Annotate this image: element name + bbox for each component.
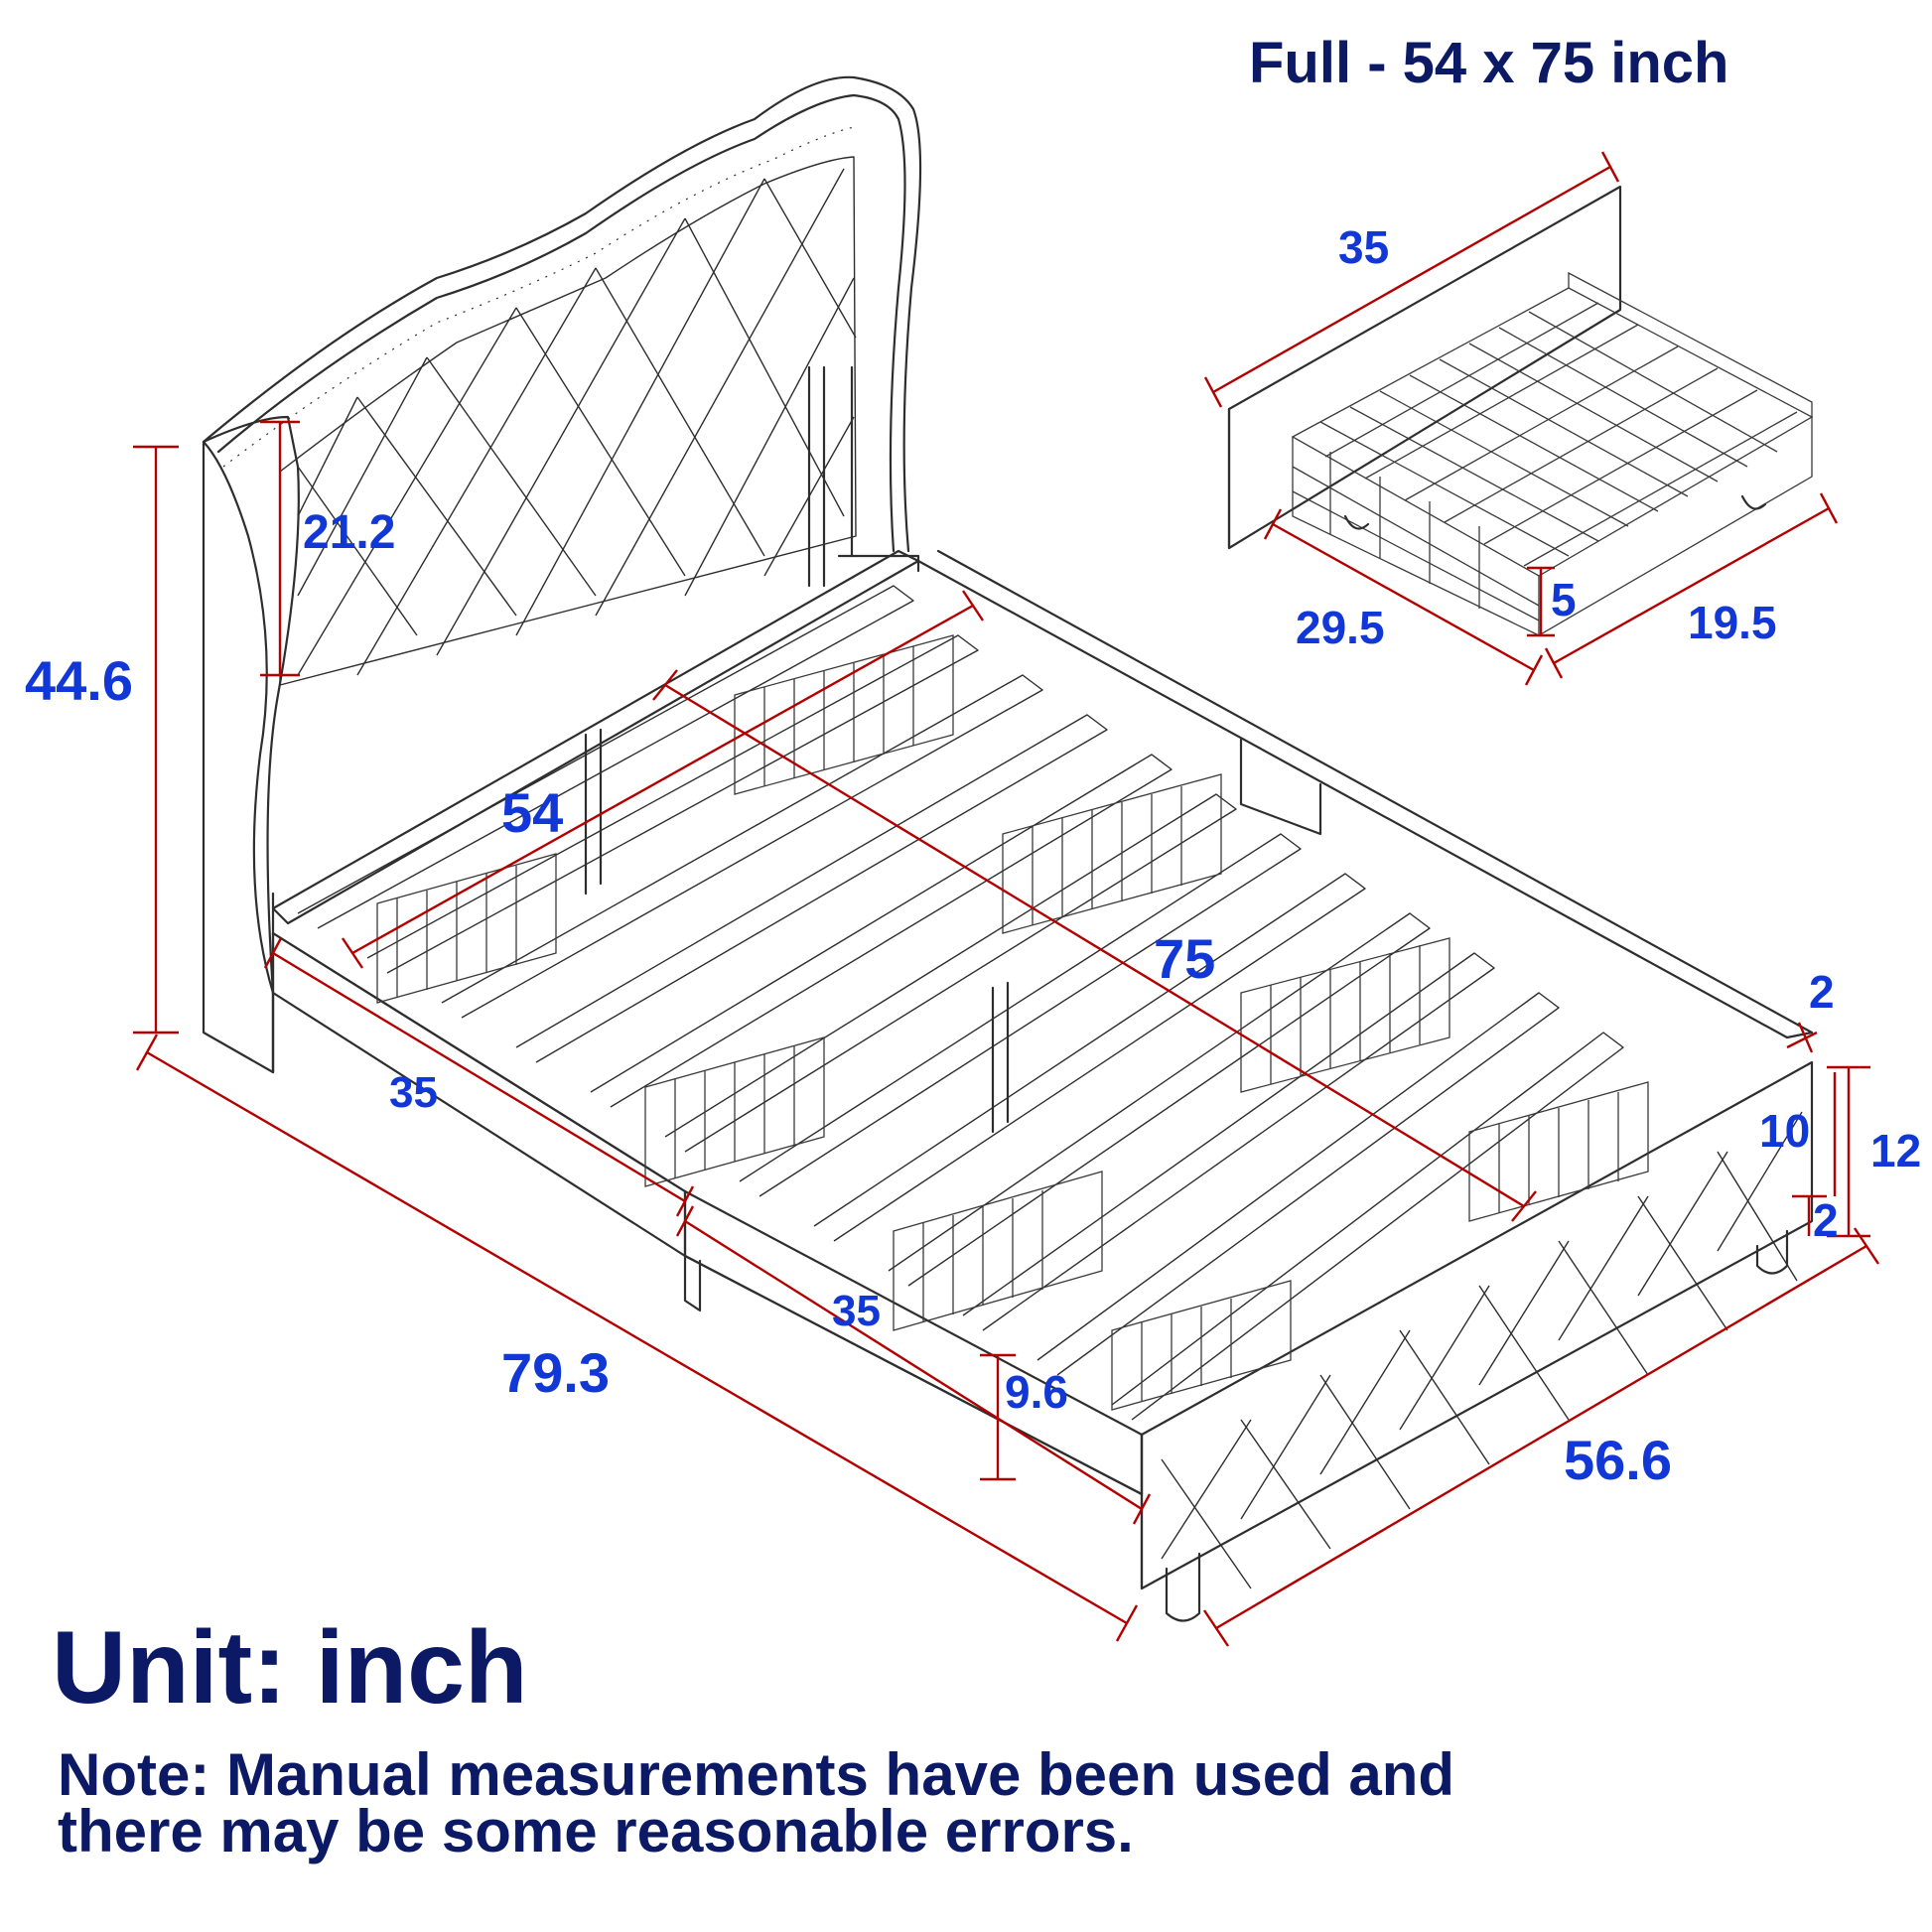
label-footboard-panel: 10 bbox=[1759, 1105, 1810, 1157]
bed-illustration bbox=[202, 75, 1814, 1622]
dimension-labels: 44.6 21.2 54 75 35 35 79.3 9.6 56.6 2 10… bbox=[25, 221, 1921, 1491]
label-drawer-front-width: 35 bbox=[1338, 221, 1389, 273]
label-side-rail-front: 35 bbox=[389, 1068, 438, 1117]
label-overall-height: 44.6 bbox=[25, 649, 133, 712]
dimension-lines bbox=[133, 151, 1879, 1647]
drawer-illustration bbox=[1227, 185, 1814, 637]
note-line-1: Note: Manual measurements have been used… bbox=[58, 1741, 1455, 1808]
note-line-2: there may be some reasonable errors. bbox=[58, 1798, 1134, 1864]
label-drawer-height: 5 bbox=[1551, 574, 1577, 625]
label-drawer-depth: 29.5 bbox=[1296, 602, 1385, 653]
label-headboard-panel: 21.2 bbox=[303, 506, 395, 559]
label-overall-length: 79.3 bbox=[501, 1341, 610, 1404]
label-rail-thickness: 2 bbox=[1809, 966, 1835, 1018]
label-mattress-width: 54 bbox=[501, 781, 563, 844]
label-frame-height-side: 9.6 bbox=[1005, 1366, 1068, 1418]
label-overall-width: 56.6 bbox=[1564, 1429, 1672, 1491]
label-mattress-length: 75 bbox=[1154, 927, 1215, 990]
page-title: Full - 54 x 75 inch bbox=[1249, 31, 1729, 95]
label-leg-height: 2 bbox=[1813, 1194, 1839, 1246]
label-side-rail-rear: 35 bbox=[832, 1287, 881, 1335]
unit-heading: Unit: inch bbox=[52, 1610, 528, 1725]
label-drawer-width: 19.5 bbox=[1688, 597, 1777, 648]
label-footboard-total: 12 bbox=[1870, 1125, 1921, 1176]
